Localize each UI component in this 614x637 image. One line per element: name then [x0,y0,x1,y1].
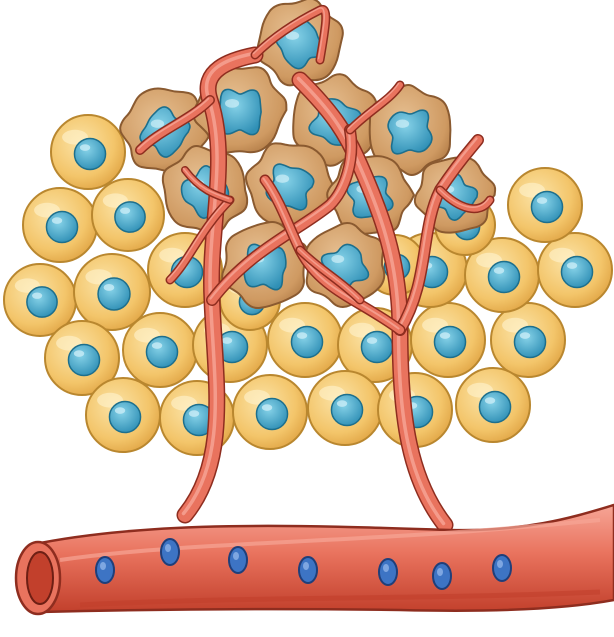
vessel-lumen [27,552,53,604]
nucleus [115,202,145,232]
healthy-cell [51,115,125,189]
red-blood-cell-highlight [437,568,443,576]
nucleus-highlight [189,410,199,417]
nucleus [531,191,562,222]
nucleus-highlight [567,262,577,269]
red-blood-cell [299,557,317,583]
tumor-nucleus [219,89,261,134]
healthy-cell [411,303,485,377]
healthy-cell [23,188,97,262]
red-blood-cell-highlight [100,562,106,570]
healthy-cell [233,375,307,449]
red-blood-cell-highlight [497,560,503,568]
nucleus [361,331,392,362]
red-blood-cell-body [229,547,247,573]
healthy-cell [92,179,164,251]
nucleus [146,336,177,367]
nucleus [109,401,140,432]
red-blood-cell-highlight [165,544,171,552]
nucleus-highlight [331,255,344,263]
red-blood-cell-body [433,563,451,589]
nucleus [291,326,322,357]
nucleus-highlight [485,397,495,404]
nucleus [27,287,57,317]
healthy-cell [268,303,342,377]
nucleus [74,138,105,169]
blood-vessel [16,505,614,614]
red-blood-cell-highlight [303,562,309,570]
healthy-cell [508,168,582,242]
nucleus-highlight [494,267,504,274]
tumor-nucleus [388,110,432,154]
nucleus-highlight [32,292,42,298]
red-blood-cell [229,547,247,573]
nucleus-highlight [520,332,530,339]
nucleus [98,278,130,310]
nucleus-highlight [52,217,62,224]
healthy-cell [456,368,530,442]
red-blood-cell-body [379,559,397,585]
nucleus-highlight [115,407,125,414]
nucleus [514,326,545,357]
nucleus-highlight [74,350,84,357]
nucleus [68,344,99,375]
red-blood-cell-body [161,539,179,565]
nucleus-highlight [337,400,347,407]
nucleus-highlight [367,337,377,344]
red-blood-cell [433,563,451,589]
red-blood-cell-highlight [233,552,239,560]
nucleus-highlight [120,207,130,213]
healthy-cell [491,303,565,377]
red-blood-cell [493,555,511,581]
red-blood-cell-body [96,557,114,583]
nucleus-highlight [152,342,162,349]
healthy-cell [308,371,382,445]
red-blood-cell [96,557,114,583]
nucleus-highlight [104,284,115,291]
red-blood-cell-body [493,555,511,581]
nucleus [46,211,77,242]
nucleus [331,394,362,425]
nucleus [256,398,287,429]
red-blood-cell-body [299,557,317,583]
nucleus-highlight [225,99,239,108]
nucleus [479,391,510,422]
nucleus [488,261,519,292]
nucleus-highlight [151,120,164,128]
nucleus-highlight [222,337,232,344]
nucleus-highlight [262,404,272,411]
nucleus-highlight [297,332,307,339]
healthy-cell [86,378,160,452]
healthy-cell [538,233,612,307]
red-blood-cell [379,559,397,585]
healthy-cell [123,313,197,387]
nucleus-highlight [276,175,289,183]
nucleus [434,326,465,357]
nucleus-highlight [80,144,90,151]
nucleus-highlight [440,332,450,339]
nucleus-highlight [537,197,547,204]
red-blood-cell-highlight [383,564,389,572]
nucleus [561,256,592,287]
nucleus-highlight [396,120,409,128]
red-blood-cell [161,539,179,565]
